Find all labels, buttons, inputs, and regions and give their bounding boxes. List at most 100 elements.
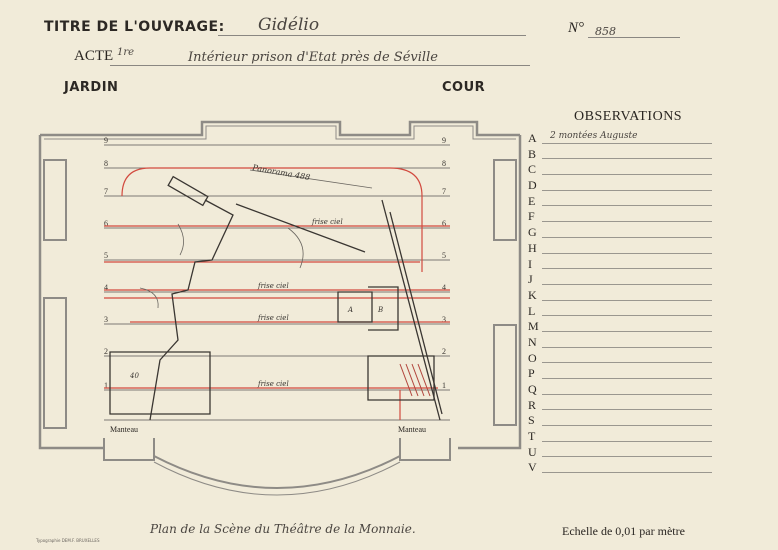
annotation-frise-4: frise ciel: [257, 380, 289, 388]
annotation-panorama: Panorama 488: [251, 163, 311, 182]
observation-line: [542, 315, 712, 317]
observation-row-c: C: [528, 160, 712, 176]
row-number-1-left: 1: [104, 381, 108, 390]
red-cyclorama: [121, 167, 423, 272]
observation-row-b: B: [528, 145, 712, 161]
observation-line: [542, 378, 712, 379]
observation-row-p: P: [528, 364, 712, 380]
red-lines: [104, 167, 450, 420]
observation-line: [542, 346, 712, 348]
observation-line: [542, 409, 712, 411]
pencil-arc-2: [287, 227, 304, 269]
observation-line: [542, 299, 712, 301]
observation-row-t: T: [528, 427, 712, 443]
hatching: [399, 363, 431, 397]
stair-block: [167, 175, 209, 207]
row-number-9-right: 9: [442, 136, 446, 145]
forestage-arc: [153, 455, 401, 489]
observation-letter: M: [528, 319, 539, 334]
observation-row-a: A 2 montées Auguste: [528, 129, 712, 145]
observation-note-a: 2 montées Auguste: [550, 131, 638, 141]
pencil-arc-1: [177, 223, 184, 256]
observation-line: [542, 393, 712, 395]
annotation-frise-2: frise ciel: [257, 282, 289, 290]
row-number-8-left: 8: [104, 159, 108, 168]
annotation-a: A: [347, 306, 353, 314]
forestage-arc-inner: [153, 461, 401, 496]
left-pillar-2: [43, 297, 67, 429]
oblique-flat: [149, 199, 234, 421]
back-wall: [40, 120, 520, 137]
observation-row-l: L: [528, 302, 712, 318]
row-number-6-left: 6: [104, 219, 108, 228]
row-number-8-right: 8: [442, 159, 446, 168]
row-number-4-right: 4: [442, 283, 446, 292]
observation-line: [542, 174, 712, 176]
row-number-7-left: 7: [104, 187, 108, 196]
observation-letter: R: [528, 397, 537, 412]
diagonal-wall: [381, 199, 441, 421]
left-wall: [38, 135, 104, 450]
observation-letter: B: [528, 146, 537, 161]
scale: Echelle de 0,01 par mètre: [562, 524, 685, 538]
proscenium-right: [399, 438, 451, 461]
pencil-diag: [249, 169, 373, 189]
right-stairs: [367, 355, 435, 401]
observation-row-o: O: [528, 349, 712, 365]
observation-letter: J: [528, 272, 533, 287]
row-number-7-right: 7: [442, 187, 446, 196]
observation-line: [542, 283, 712, 285]
observation-row-h: H: [528, 239, 712, 255]
row-number-4-left: 4: [104, 283, 108, 292]
observation-line: [542, 268, 712, 270]
row-number-5-right: 5: [442, 251, 446, 260]
observation-line: [542, 189, 712, 191]
observation-letter: A: [528, 131, 537, 145]
scenery: [109, 169, 443, 421]
observation-row-u: U: [528, 443, 712, 459]
proscenium-left: [103, 438, 155, 461]
pencil-arc-3: [139, 287, 159, 309]
row-number-3-left: 3: [104, 315, 108, 324]
row-number-3-right: 3: [442, 315, 446, 324]
observation-line: [542, 205, 712, 207]
observation-line: [542, 362, 712, 364]
gate-right: [368, 286, 399, 331]
annotation-frise-3: frise ciel: [257, 314, 289, 322]
observation-row-g: G: [528, 223, 712, 239]
observation-letter: Q: [528, 382, 537, 396]
observation-letter: S: [528, 413, 535, 428]
observation-line: [542, 252, 712, 254]
right-wall: [458, 135, 522, 450]
observation-line: [542, 425, 712, 427]
observation-letter: P: [528, 366, 535, 381]
annotation-40: 40: [129, 372, 139, 380]
side-cour: COUR: [442, 80, 486, 95]
stage-walls: [38, 120, 522, 496]
observation-letter: D: [528, 178, 537, 193]
observation-line: [542, 472, 712, 474]
observation-line: [542, 330, 712, 332]
left-pillar-1: [43, 159, 67, 241]
observation-letter: E: [528, 193, 536, 208]
observation-row-m: M: [528, 317, 712, 333]
plan-title: Plan de la Scène du Théâtre de la Monnai…: [150, 522, 416, 536]
observation-letter: V: [528, 460, 537, 475]
number-rule: [588, 37, 680, 38]
manteau-left: Manteau: [110, 425, 138, 434]
door-frame: [337, 291, 373, 323]
observation-letter: F: [528, 209, 535, 224]
observation-row-i: I: [528, 255, 712, 271]
title-label: TITRE DE L'OUVRAGE:: [44, 19, 225, 35]
row-number-2-left: 2: [104, 347, 108, 356]
observation-letter: U: [528, 444, 537, 459]
acte-description: Intérieur prison d'Etat près de Séville: [188, 50, 438, 65]
annotation-b: B: [377, 306, 383, 314]
observation-row-j: J: [528, 270, 712, 286]
row-number-6-right: 6: [442, 219, 446, 228]
observation-line: [542, 440, 712, 442]
title-rule: [218, 35, 526, 36]
